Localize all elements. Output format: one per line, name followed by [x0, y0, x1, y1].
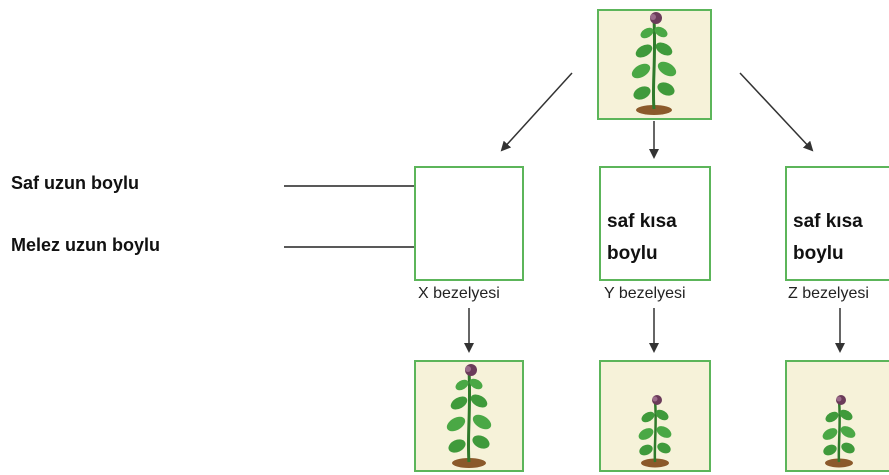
- z-offspring-box: [785, 360, 889, 472]
- x-pea-box: [414, 166, 524, 281]
- y-pea-box: saf kısa boylu: [599, 166, 711, 281]
- caption-y: Y bezelyesi: [604, 285, 686, 302]
- x-offspring-box: [414, 360, 524, 472]
- z-box-text: saf kısa boylu: [793, 211, 863, 264]
- caption-x: X bezelyesi: [418, 285, 500, 302]
- short-pea-plant-icon: [822, 395, 856, 468]
- short-pea-plant-icon: [638, 395, 672, 468]
- arrow-to-x: [500, 72, 573, 152]
- y-box-text: saf kısa boylu: [607, 211, 677, 264]
- pea-plant-icon: [631, 12, 677, 115]
- arrow-to-z: [739, 72, 814, 152]
- label-hybrid-tall: Melez uzun boylu: [11, 235, 161, 255]
- label-pure-tall: Saf uzun boylu: [11, 173, 139, 193]
- z-pea-box: saf kısa boylu: [785, 166, 889, 281]
- caption-z: Z bezelyesi: [788, 285, 869, 302]
- tall-pea-plant-icon: [446, 364, 492, 468]
- parent-plant-box: [597, 9, 712, 120]
- y-offspring-box: [599, 360, 711, 472]
